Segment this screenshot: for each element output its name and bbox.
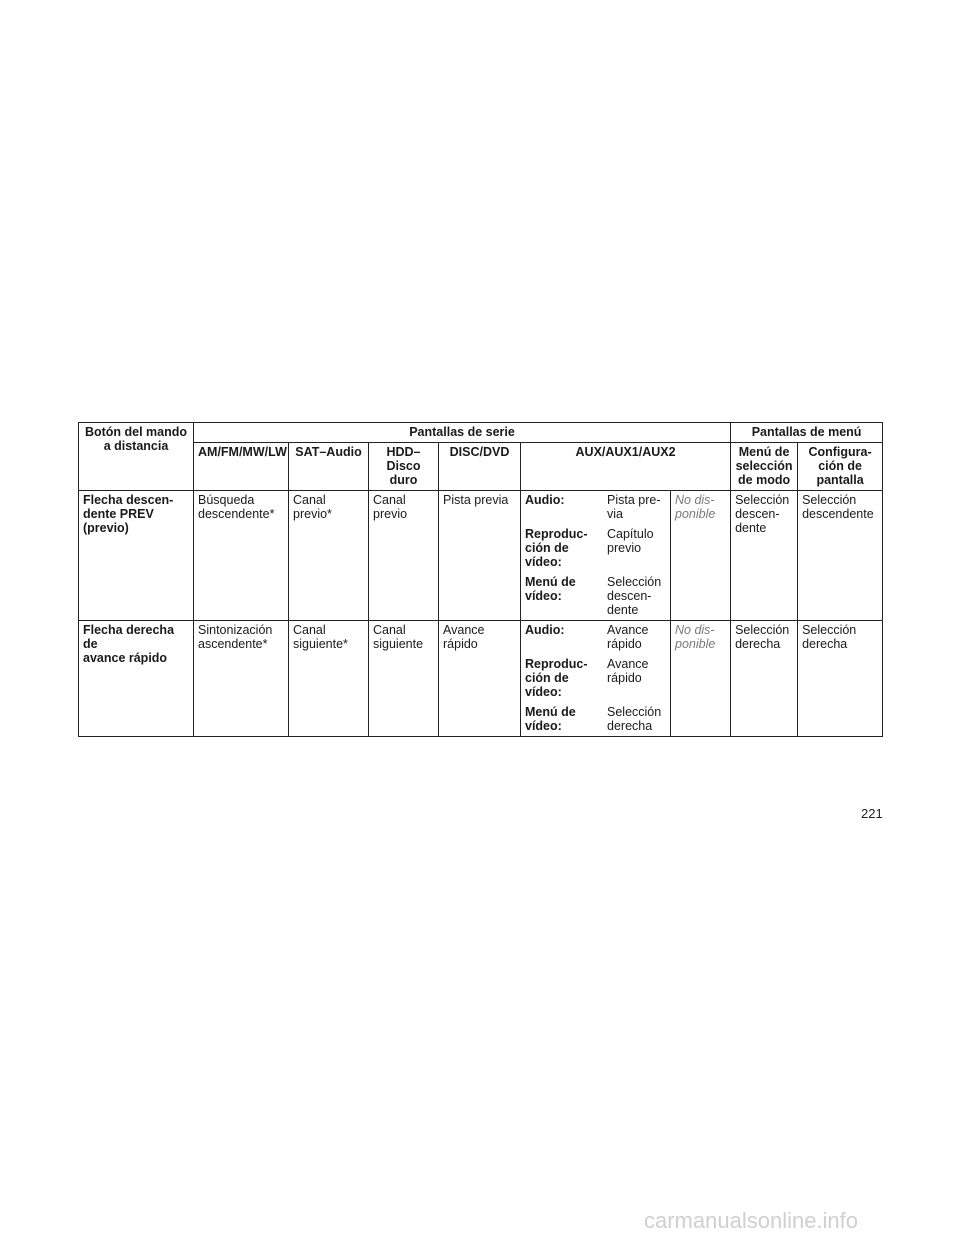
table-row: Flecha descen- dente PREV (previo) Búsqu…	[78, 490, 884, 621]
sub-value: Avance rápido	[607, 623, 649, 651]
cell-hdd: Canal previo	[368, 490, 439, 621]
sub-value: Selección descen- dente	[607, 575, 662, 617]
header-aux: AUX/AUX1/AUX2	[519, 442, 732, 491]
cell-disc: Pista previa	[438, 490, 521, 621]
header-config: Configura- ción de pantalla	[797, 442, 884, 491]
watermark: carmanualsonline.info	[644, 1208, 859, 1233]
header-button: Botón del mando a distancia	[78, 422, 194, 491]
cell-mode: Selección derecha	[730, 620, 799, 737]
cell-disc: Avance rápido	[438, 620, 521, 737]
sub-key: Reproduc- ción de vídeo:	[525, 657, 588, 699]
page-number: 221	[861, 806, 883, 821]
cell-am: Sintonización ascendente*	[193, 620, 289, 737]
cell-config: Selección derecha	[797, 620, 884, 737]
header-group-menu: Pantallas de menú	[730, 422, 884, 443]
cell-aux-unavailable: No dis- ponible	[669, 620, 732, 737]
header-sat: SAT–Audio	[288, 442, 369, 491]
sub-value: Pista pre- via	[607, 493, 661, 521]
row-button-label: Flecha derecha de avance rápido	[78, 620, 194, 737]
cell-am: Búsqueda descendente*	[193, 490, 289, 621]
sub-key: Reproduc- ción de vídeo:	[525, 527, 588, 569]
sub-value: Capítulo previo	[607, 527, 654, 555]
sub-key: Audio:	[525, 493, 565, 507]
aux-subtable: Audio: Pista pre- via Reproduc- ción de v…	[525, 493, 666, 617]
cell-hdd: Canal siguiente	[368, 620, 439, 737]
cell-sat: Canal siguiente*	[288, 620, 369, 737]
sub-key: Menú de vídeo:	[525, 705, 576, 733]
cell-aux-unavailable: No dis- ponible	[669, 490, 732, 621]
cell-config: Selección descendente	[797, 490, 884, 621]
table-row: Flecha derecha de avance rápido Sintoniz…	[78, 620, 884, 737]
header-disc: DISC/DVD	[438, 442, 521, 491]
cell-aux-details: Audio: Pista pre- via Reproduc- ción de v…	[520, 490, 671, 621]
header-group-standard: Pantallas de serie	[192, 422, 732, 443]
cell-mode: Selección descen- dente	[730, 490, 799, 621]
sub-value: Avance rápido	[607, 657, 649, 685]
aux-subtable: Audio: Avance rápido Reproduc- ción de ví…	[525, 623, 666, 733]
header-hdd: HDD– Disco duro	[368, 442, 439, 491]
header-mode: Menú de selección de modo	[730, 442, 799, 491]
cell-aux-details: Audio: Avance rápido Reproduc- ción de ví…	[520, 620, 671, 737]
row-button-label: Flecha descen- dente PREV (previo)	[78, 490, 194, 621]
sub-key: Menú de vídeo:	[525, 575, 576, 603]
sub-value: Selección derecha	[607, 705, 662, 733]
sub-key: Audio:	[525, 623, 565, 637]
cell-sat: Canal previo*	[288, 490, 369, 621]
header-am: AM/FM/MW/LW	[193, 442, 289, 491]
controls-table: Botón del mando a distancia Pantallas de…	[78, 422, 884, 737]
